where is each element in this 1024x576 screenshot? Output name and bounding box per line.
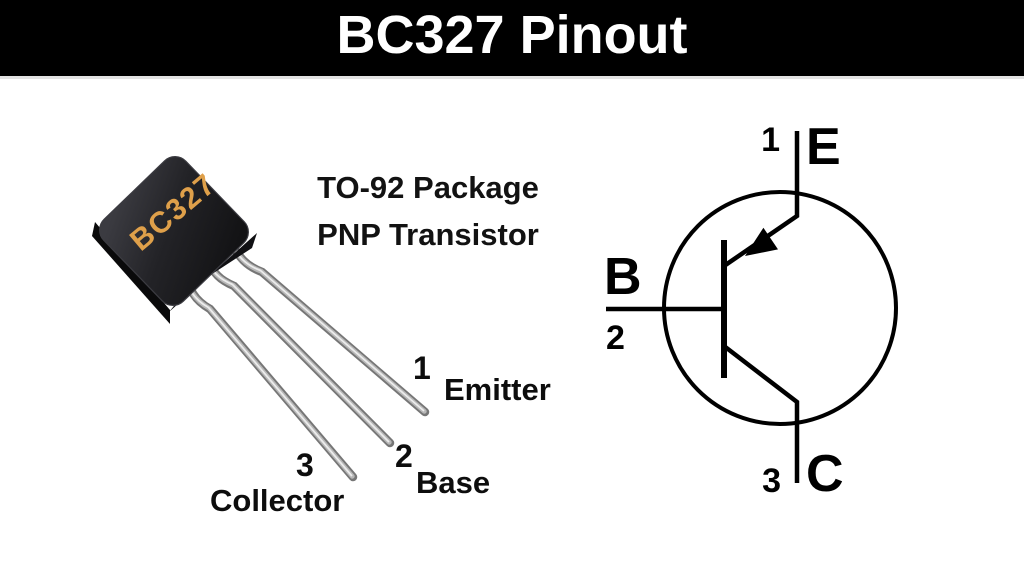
schematic-base-letter: B	[604, 248, 642, 306]
header-bar: BC327 Pinout	[0, 0, 1024, 79]
package-type-label: TO-92 Package	[317, 170, 539, 205]
collector-line	[722, 344, 800, 483]
pin-2-name: Base	[416, 465, 491, 500]
schematic-collector-letter: C	[806, 445, 844, 503]
pin-3-name: Collector	[210, 483, 345, 518]
schematic-collector-number: 3	[762, 462, 781, 500]
schematic-emitter-letter: E	[806, 118, 841, 176]
schematic-symbol: 1 E B 2 3 C	[604, 118, 898, 503]
pin-1-number: 1	[413, 350, 431, 386]
package-captions: TO-92 Package PNP Transistor	[308, 172, 548, 250]
emitter-lead	[229, 241, 426, 413]
pin-3-number: 3	[296, 447, 314, 483]
pin-1-name: Emitter	[444, 372, 551, 407]
schematic-emitter-number: 1	[761, 121, 780, 159]
package-body	[99, 156, 249, 306]
package-illustration: BC327	[92, 156, 470, 508]
pnp-arrow-icon	[745, 227, 778, 256]
pin-2-number: 2	[395, 438, 413, 474]
schematic-base-number: 2	[606, 319, 625, 357]
emitter-line	[722, 131, 800, 268]
collector-lead	[183, 271, 354, 478]
page-title: BC327 Pinout	[336, 5, 688, 65]
transistor-type-label: PNP Transistor	[317, 217, 539, 252]
